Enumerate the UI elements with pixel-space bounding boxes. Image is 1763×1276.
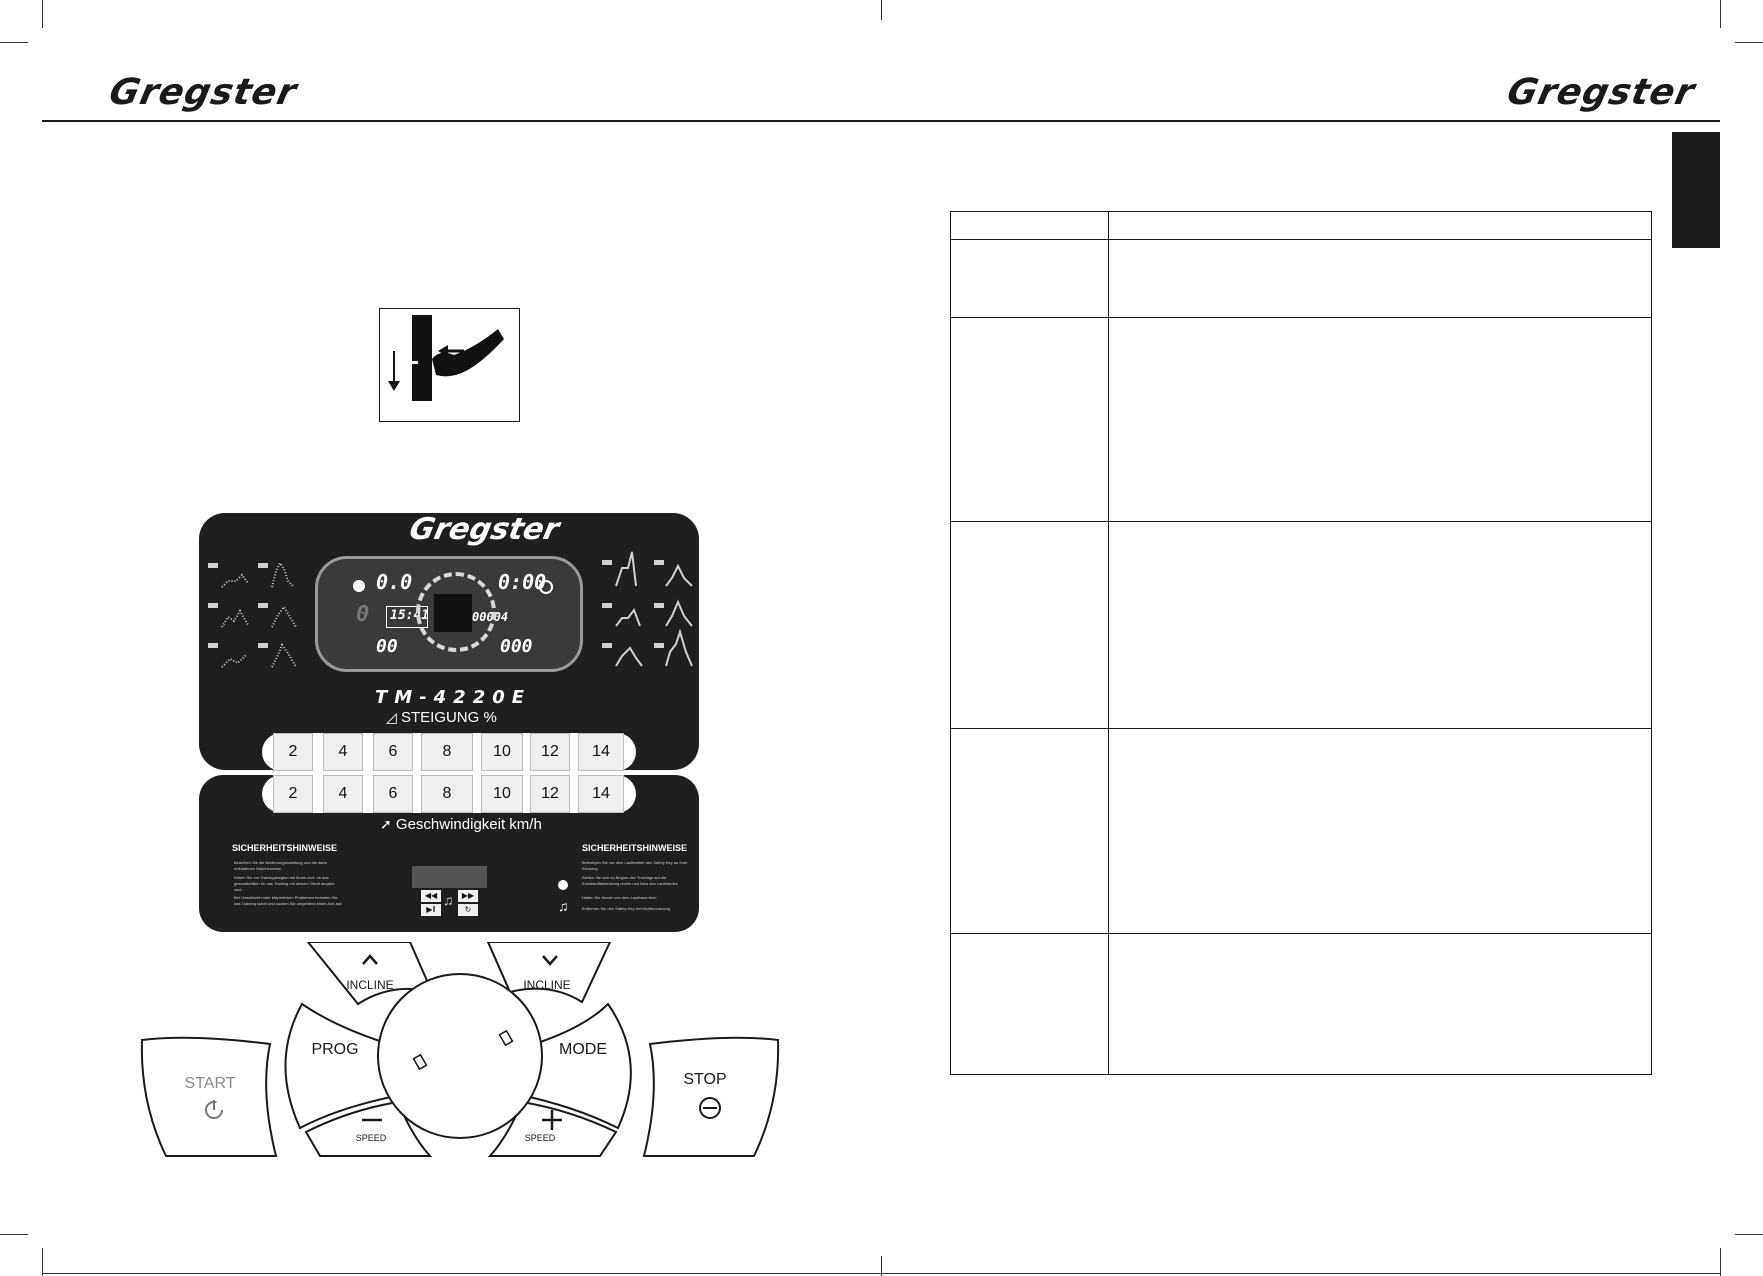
header-rule	[42, 120, 1720, 122]
crop-mark	[881, 1256, 882, 1276]
repeat-icon[interactable]: ↻	[458, 904, 478, 916]
incline-key-2[interactable]: 2	[273, 733, 313, 771]
incline-icon: ◿	[386, 709, 397, 725]
status-dot-left	[353, 580, 365, 592]
speed-readout: 0.0	[376, 570, 413, 594]
speed-scale-label: ➚ Geschwindigkeit km/h	[380, 816, 542, 833]
incline-key-14[interactable]: 14	[578, 733, 624, 771]
media-note-icon: ♫	[443, 892, 454, 908]
safety-heading-right: SICHERHEITSHINWEISE	[582, 843, 688, 853]
distance-readout: 000	[500, 636, 533, 657]
media-display-bar	[412, 866, 487, 888]
prog-button[interactable]: PROG	[311, 1041, 359, 1058]
calories-readout: 00	[376, 636, 398, 657]
incline-key-10[interactable]: 10	[481, 733, 523, 771]
crop-mark	[1735, 1234, 1763, 1235]
table-column-divider	[1108, 212, 1109, 1074]
table-row-divider	[951, 239, 1651, 240]
brand-logo-right: Gregster	[1503, 72, 1699, 113]
crop-mark	[0, 42, 28, 43]
safety-heading-left: SICHERHEITSHINWEISE	[232, 843, 338, 853]
play-pause-icon[interactable]: ▶‖	[421, 904, 441, 916]
brand-logo-left: Gregster	[105, 72, 301, 113]
safety-text-left-1: Beachten Sie die Bedienungsanleitung und…	[234, 860, 327, 871]
fast-forward-icon[interactable]: ▶▶	[458, 890, 478, 902]
safety-text-left-2: Klären Sie vor Trainingsbeginn mit Ihrem…	[234, 875, 335, 892]
incline-key-12[interactable]: 12	[530, 733, 570, 771]
safety-key-figure	[379, 308, 520, 422]
incline-up-button[interactable]: INCLINE	[346, 978, 394, 992]
program-digit-readout: 0	[356, 602, 370, 627]
console-brand-logo: Gregster	[406, 512, 563, 547]
speed-up-button[interactable]: SPEED	[524, 1133, 556, 1143]
speed-down-button[interactable]: SPEED	[355, 1133, 387, 1143]
crop-mark	[1735, 42, 1763, 43]
safety-key-illustration	[388, 315, 504, 401]
incline-down-shape	[486, 942, 612, 1004]
table-row-divider	[951, 317, 1651, 318]
runner-icon: ➚	[380, 816, 392, 832]
down-chevron-icon	[542, 955, 558, 966]
stop-button[interactable]: STOP	[683, 1071, 727, 1088]
speed-key-8[interactable]: 8	[421, 775, 473, 813]
speed-key-4[interactable]: 4	[323, 775, 363, 813]
table-row-divider	[951, 728, 1651, 729]
safety-text-right-3: Halten Sie Kinder von dem Laufband fern!	[582, 895, 657, 900]
safety-text-right-2: Stellen Sie sich zu Beginn des Trainings…	[582, 875, 679, 886]
crop-mark	[0, 1234, 28, 1235]
status-ring-right	[539, 580, 553, 594]
speed-key-14[interactable]: 14	[578, 775, 624, 813]
media-controls: ◀◀ ▶▶ ▶‖ ↻ ♫	[412, 866, 487, 918]
safety-key-dot-icon	[558, 880, 568, 890]
speed-scale-text: Geschwindigkeit km/h	[395, 816, 542, 833]
safety-text-left-3: Bei Unwohlsein oder körperlichen Problem…	[234, 895, 343, 906]
safety-text-right-4: Entfernen Sie den Safety Key bei Nichtbe…	[582, 906, 671, 911]
up-chevron-icon	[362, 954, 378, 965]
table-row-divider	[951, 933, 1651, 934]
time-readout: 0:00	[498, 570, 547, 594]
rewind-icon[interactable]: ◀◀	[421, 890, 441, 902]
speed-key-12[interactable]: 12	[530, 775, 570, 813]
progress-dial	[416, 572, 496, 652]
start-button-shape	[140, 1036, 278, 1157]
program-profile-icons-right	[602, 551, 693, 667]
speed-key-10[interactable]: 10	[481, 775, 523, 813]
speed-key-6[interactable]: 6	[373, 775, 413, 813]
stop-icon-ring	[699, 1097, 721, 1119]
crop-mark	[1720, 1248, 1721, 1276]
safety-text-right-1: Befestigen Sie vor dem Laufbetrieb den S…	[582, 860, 688, 871]
program-profile-icons-left	[208, 561, 297, 668]
center-dial-shape	[377, 973, 543, 1139]
mode-button[interactable]: MODE	[559, 1041, 607, 1058]
dial-center	[434, 594, 472, 632]
table-row-divider	[951, 521, 1651, 522]
section-tab-marker	[1672, 132, 1720, 248]
description-table	[950, 211, 1652, 1075]
incline-key-4[interactable]: 4	[323, 733, 363, 771]
speed-key-2[interactable]: 2	[273, 775, 313, 813]
incline-quick-keys: 2 4 6 8 10 12 14	[262, 733, 636, 771]
stop-button-shape	[642, 1036, 780, 1157]
incline-key-8[interactable]: 8	[421, 733, 473, 771]
control-keypad	[140, 942, 780, 1157]
model-name: TM-4220E	[375, 687, 532, 708]
music-note-icon: ♫	[558, 898, 569, 914]
incline-scale-label: ◿ STEIGUNG %	[386, 709, 497, 726]
crop-mark	[1720, 0, 1721, 28]
crop-mark	[42, 0, 43, 28]
bottom-rule	[42, 1273, 1720, 1274]
speed-quick-keys: 2 4 6 8 10 12 14	[262, 775, 636, 813]
incline-scale-text: STEIGUNG %	[400, 709, 497, 726]
incline-down-button[interactable]: INCLINE	[523, 978, 571, 992]
crop-mark	[42, 1248, 43, 1276]
crop-mark	[881, 0, 882, 20]
incline-key-6[interactable]: 6	[373, 733, 413, 771]
start-button[interactable]: START	[184, 1075, 236, 1092]
